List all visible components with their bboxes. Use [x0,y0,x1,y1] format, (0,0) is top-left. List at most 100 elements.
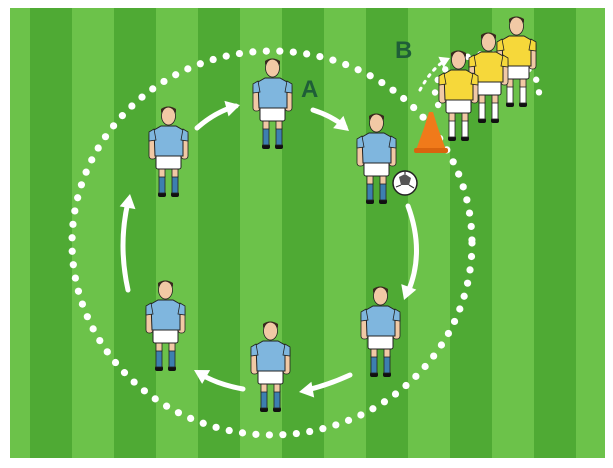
path-dot [468,236,475,243]
path-dot [69,221,76,228]
path-dot [461,293,468,300]
path-dot [197,60,204,67]
path-dot [451,318,458,325]
path-dot [438,341,445,348]
path-dot [367,72,374,79]
path-dot [210,56,217,63]
path-dot [95,144,102,151]
path-dot [128,102,135,109]
path-dot [68,234,75,241]
path-dot [456,305,463,312]
path-dot [303,50,310,57]
path-dot [402,382,409,389]
path-dot [400,95,407,102]
path-dot [79,301,86,308]
path-dot [445,330,452,337]
path-dot [306,428,313,435]
path-dot [119,112,126,119]
path-dot [369,405,376,412]
path-dot [463,196,470,203]
path-dot [121,369,128,376]
path-dot [342,61,349,68]
path-dot [468,253,475,260]
path-dot [149,85,156,92]
path-dot [252,431,259,438]
path-dot [533,77,539,83]
path-dot [329,57,336,64]
path-dot [160,78,167,85]
path-dot [468,223,475,230]
path-dot [290,48,297,55]
path-dot [263,47,270,54]
path-dot [163,403,170,410]
path-dot [293,430,300,437]
path-dot [102,133,109,140]
path-dot [141,387,148,394]
path-dot [112,359,119,366]
path-dot [131,378,138,385]
path-dot [266,431,273,438]
path-dot [187,415,194,422]
path-dot [212,424,219,431]
path-dot [75,288,82,295]
path-dot [239,429,246,436]
path-dot [74,194,81,201]
path-dot [172,71,179,78]
path-dot [410,104,417,111]
path-dot [389,87,396,94]
path-dot [345,417,352,424]
path-dot [84,313,91,320]
path-dot [72,274,79,281]
path-dot [432,89,438,95]
path-dot [332,421,339,428]
label-a: A [301,76,318,103]
path-dot [378,79,385,86]
pitch-stripe [534,8,576,458]
path-dot [392,390,399,397]
path-dot [412,373,419,380]
path-dot [450,158,457,165]
pitch-stripe [114,8,156,458]
path-dot [70,261,77,268]
path-dot [152,395,159,402]
path-dot [464,280,471,287]
path-dot [355,66,362,73]
path-dot [466,209,473,216]
path-dot [430,352,437,359]
path-dot [236,50,243,57]
path-dot [536,89,542,95]
path-dot [69,248,76,255]
path-dot [460,183,467,190]
path-dot [71,207,78,214]
path-dot [249,48,256,55]
path-dot [381,398,388,405]
path-dot [357,411,364,418]
label-b: B [395,37,412,64]
path-dot [466,266,473,273]
pitch-stripe [198,8,240,458]
path-dot [319,425,326,432]
path-dot [200,420,207,427]
path-dot [316,53,323,60]
path-dot [110,122,117,129]
path-dot [90,325,97,332]
path-dot [276,48,283,55]
path-dot [175,409,182,416]
path-dot [422,363,429,370]
path-dot [455,171,462,178]
path-dot [83,169,90,176]
path-dot [226,427,233,434]
path-dot [96,337,103,344]
path-dot [223,53,230,60]
ball [393,171,417,195]
path-dot [78,181,85,188]
pitch-stripe [30,8,72,458]
path-dot [184,65,191,72]
path-dot [279,431,286,438]
path-dot [419,114,426,121]
path-dot [104,348,111,355]
path-dot [138,94,145,101]
path-dot [88,156,95,163]
